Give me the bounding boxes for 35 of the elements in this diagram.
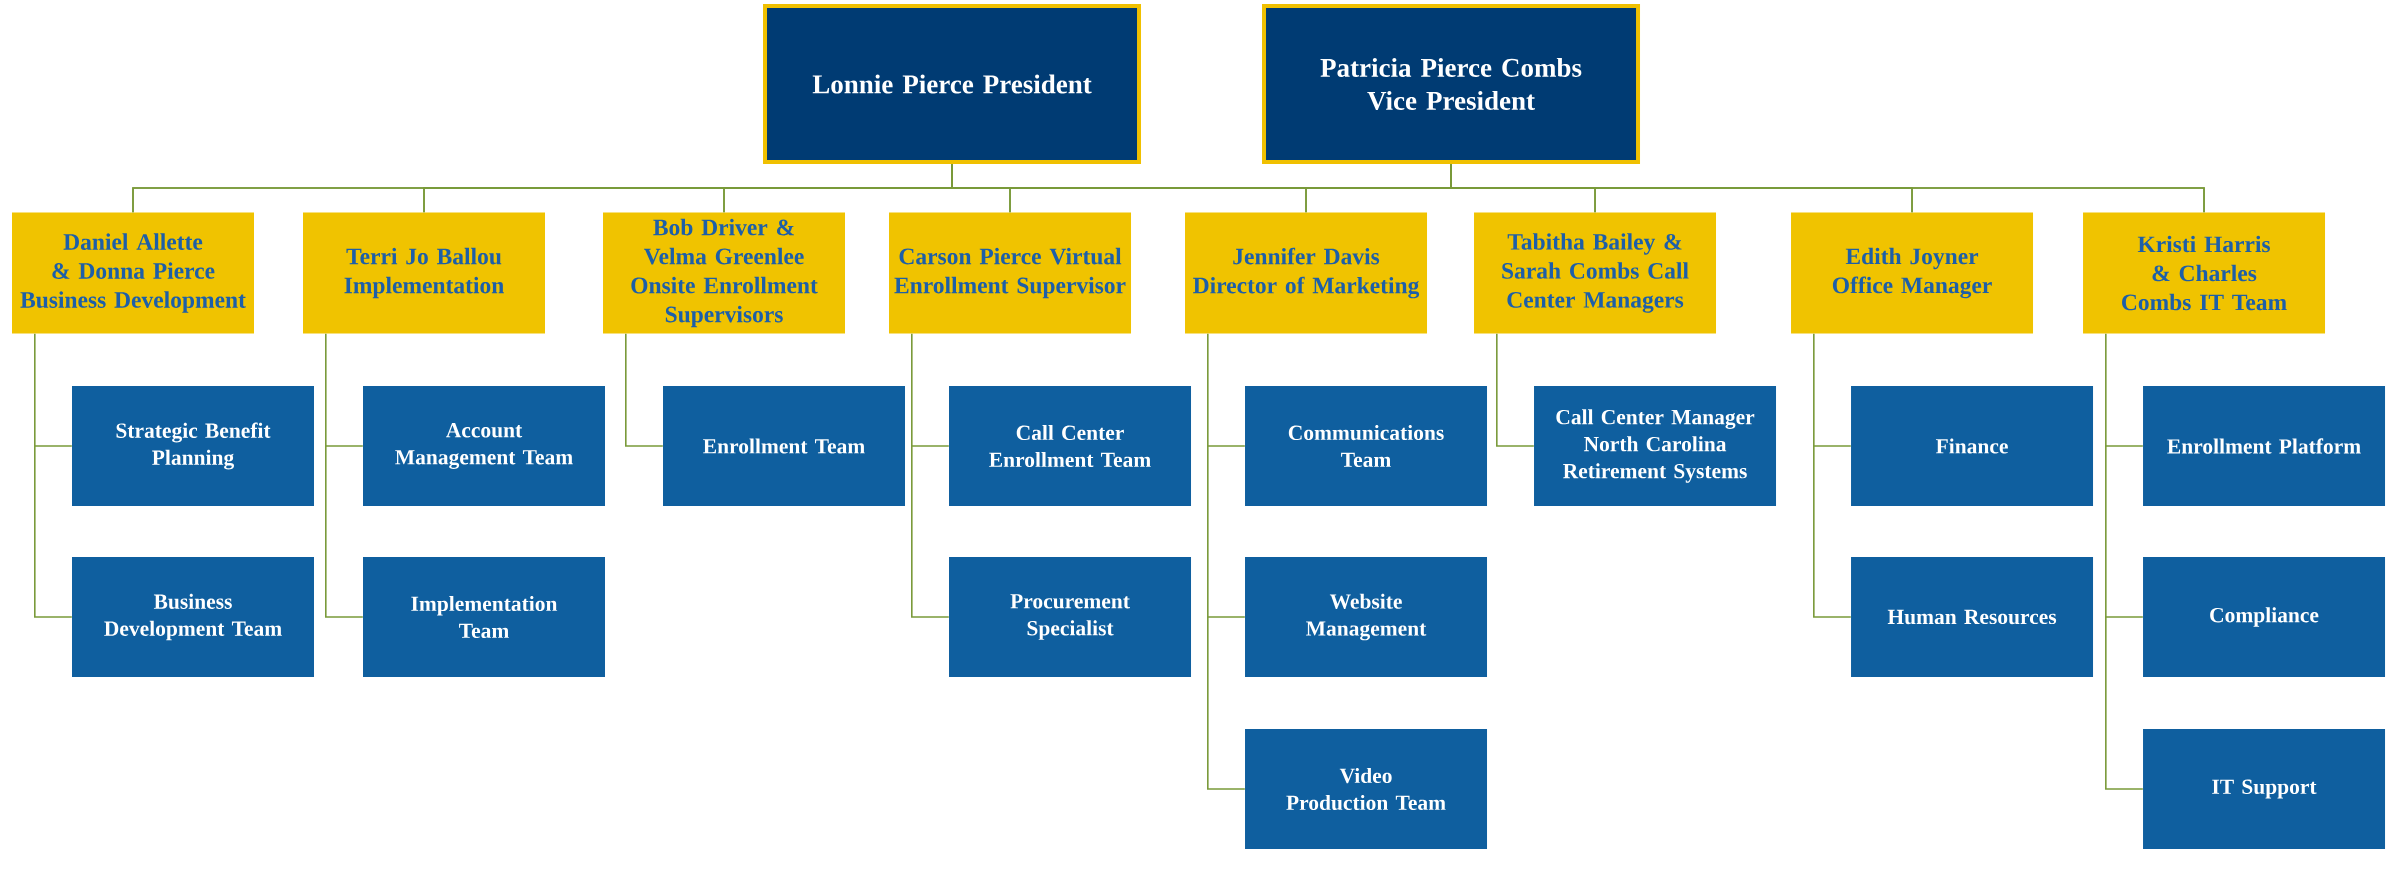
team-box: IT Support (2143, 729, 2386, 849)
role-box: Tabitha Bailey & Sarah Combs Call Center Managers (1474, 212, 1716, 334)
role-box: Kristi Harris & Charles Combs IT Team (2083, 212, 2326, 334)
team-box: Business Development Team (72, 557, 314, 677)
team-box: Compliance (2143, 557, 2386, 677)
team-box: Video Production Team (1245, 729, 1487, 849)
team-box: Enrollment Team (663, 386, 905, 506)
team-box: Enrollment Platform (2143, 386, 2386, 506)
team-box: Human Resources (1851, 557, 2094, 677)
team-box: Call Center Enrollment Team (949, 386, 1191, 506)
role-box: Bob Driver & Velma Greenlee Onsite Enrollment Supervisors (603, 212, 845, 334)
team-box: Communications Team (1245, 386, 1487, 506)
connector-line (911, 332, 950, 618)
connector-line (34, 332, 73, 618)
team-box: Account Management Team (363, 386, 605, 506)
role-box: Edith Joyner Office Manager (1791, 212, 2034, 334)
connector-line (325, 332, 364, 618)
team-box: Website Management (1245, 557, 1487, 677)
team-box: Procurement Specialist (949, 557, 1191, 677)
connector-line (1496, 332, 1535, 447)
role-box: Jennifer Davis Director of Marketing (1185, 212, 1427, 334)
role-box: Carson Pierce Virtual Enrollment Supervisor (889, 212, 1131, 334)
role-box: Daniel Allette & Donna Pierce Business Development (12, 212, 254, 334)
role-box: Terri Jo Ballou Implementation (303, 212, 545, 334)
connector-line (1813, 332, 1852, 618)
connector-line (1450, 163, 2205, 214)
team-box: Implementation Team (363, 557, 605, 677)
top-box: Patricia Pierce Combs Vice President (1262, 4, 1640, 164)
top-box: Lonnie Pierce President (763, 4, 1141, 164)
team-box: Call Center Manager North Carolina Retirement Systems (1534, 386, 1776, 506)
team-box: Finance (1851, 386, 2094, 506)
connector-line (2105, 332, 2144, 790)
connector-line (1207, 332, 1246, 790)
connector-line (625, 332, 664, 447)
team-box: Strategic Benefit Planning (72, 386, 314, 506)
